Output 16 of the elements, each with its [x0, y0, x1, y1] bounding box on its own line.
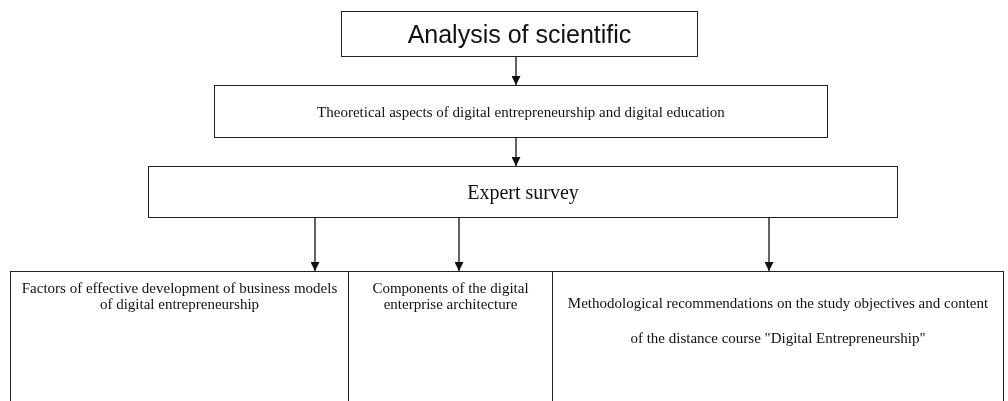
box-text: Methodological recommendations on the study objectives and content of the distance course "Digital Entrepreneurship"	[566, 294, 990, 348]
process-box	[552, 271, 1004, 401]
box-text: Analysis of scientific	[407, 19, 632, 49]
arrow	[454, 217, 464, 272]
arrow	[764, 217, 774, 272]
arrow	[310, 217, 320, 272]
box-text: Theoretical aspects of digital entrepreneurship and digital education	[317, 102, 725, 121]
arrow	[511, 137, 521, 167]
box-text: Expert survey	[467, 180, 579, 204]
process-box	[214, 85, 828, 138]
process-box	[148, 166, 898, 218]
process-box	[341, 11, 698, 57]
box-text: Components of the digital enterprise architecture	[371, 281, 530, 313]
arrow	[511, 56, 521, 86]
box-text: Factors of effective development of business models of digital entrepreneurship	[20, 281, 339, 313]
process-box	[10, 271, 349, 401]
